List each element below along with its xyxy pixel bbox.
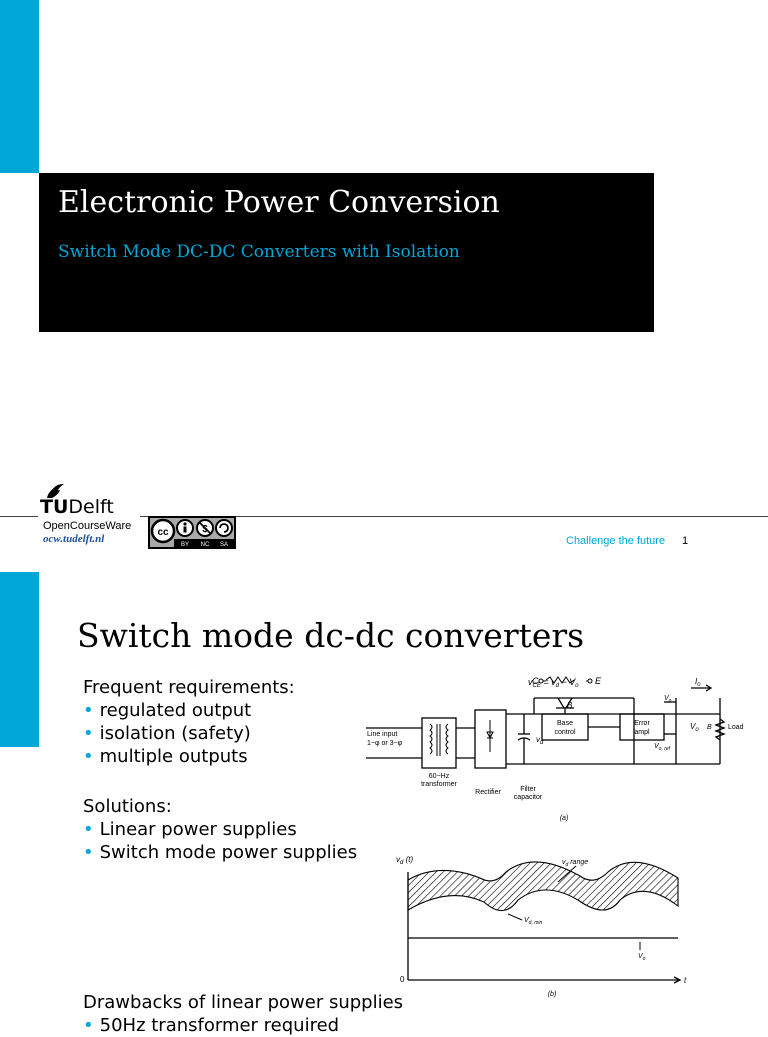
y-axis-label: vd (t) (396, 855, 413, 866)
footer-divider-right (140, 516, 768, 517)
time-axis-label: t (684, 976, 687, 985)
emitter-label: E (595, 676, 602, 686)
title-box: Electronic Power Conversion Switch Mode … (39, 173, 654, 332)
slide-title: Switch mode dc-dc converters (77, 616, 585, 655)
vd-label: vd (536, 735, 544, 746)
io-label: Io (695, 677, 701, 688)
transformer-label-2: transformer (421, 781, 457, 788)
drawbacks-block: Drawbacks of linear power supplies 50Hz … (83, 991, 403, 1037)
transformer-label: 60−Hz (429, 773, 450, 780)
cc-nc-label: NC (201, 542, 210, 548)
list-item: regulated output (83, 699, 295, 722)
load-label: Load (728, 724, 744, 731)
tudelft-logo[interactable]: TUDelft OpenCourseWare ocw.tudelft.nl (38, 483, 140, 551)
footer-tagline: Challenge the future (566, 535, 666, 547)
list-item: multiple outputs (83, 745, 295, 768)
origin-label: 0 (400, 975, 405, 984)
footer-divider-left (0, 516, 38, 517)
svg-text:$: $ (202, 524, 208, 535)
accent-bar (0, 0, 39, 173)
base-label: B (567, 701, 573, 710)
vo-sense-label: Vo (664, 695, 672, 704)
list-item: isolation (safety) (83, 722, 295, 745)
requirements-list: regulated output isolation (safety) mult… (83, 699, 295, 768)
requirements-heading: Frequent requirements: (83, 677, 295, 698)
collector-label: C (532, 676, 539, 686)
list-item: 50Hz transformer required (83, 1014, 403, 1037)
ocw-url-link[interactable]: ocw.tudelft.nl (43, 533, 105, 545)
vo-output-label: Vo (690, 722, 699, 733)
load-b-label: B (707, 724, 712, 731)
linear-regulator-diagram: vCE = vd − Vo C E B Line input 1−φ or 3−… (366, 676, 744, 822)
tudelft-wordmark: TUDelft (40, 496, 114, 518)
vd-waveform-plot: vd (t) vd range Vd, min Vo 0 t (b) (396, 855, 687, 998)
accent-bar (0, 572, 39, 747)
opencourseware-label: OpenCourseWare (43, 520, 132, 532)
voref-label: Vo, ref (654, 743, 671, 752)
solutions-heading: Solutions: (83, 796, 172, 817)
base-control-label-2: control (554, 729, 575, 736)
title-slide: Electronic Power Conversion Switch Mode … (0, 0, 768, 551)
vd-min-label: Vd, min (524, 917, 543, 926)
line-input-phase-label: 1−φ or 3−φ (367, 740, 403, 747)
cc-sa-label: SA (220, 542, 228, 548)
vo-level-label: Vo (638, 953, 646, 962)
svg-text:cc: cc (157, 527, 169, 538)
base-control-label: Base (557, 720, 573, 727)
svg-text:vCE = vd − Vo: vCE = vd − Vo (528, 677, 579, 689)
flame-icon (47, 484, 64, 498)
filter-label-2: capacitor (514, 794, 543, 801)
figure-a-caption: (a) (560, 815, 569, 822)
cc-by-nc-sa-icon[interactable]: cc $ BY NC SA (148, 516, 236, 549)
rectifier-label: Rectifier (475, 789, 501, 796)
solutions-block: Solutions: Linear power supplies Switch … (83, 795, 357, 864)
list-item: Switch mode power supplies (83, 841, 357, 864)
slide-separator (0, 558, 768, 572)
error-ampl-label-2: ampl (634, 729, 650, 736)
vd-range-label: vd range (562, 859, 588, 868)
drawbacks-list: 50Hz transformer required (83, 1014, 403, 1037)
requirements-block: Frequent requirements: regulated output … (83, 676, 295, 768)
solutions-list: Linear power supplies Switch mode power … (83, 818, 357, 864)
slide-title: Electronic Power Conversion (58, 185, 500, 220)
cc-by-label: BY (181, 542, 189, 548)
error-ampl-label: Error (634, 720, 650, 727)
drawbacks-heading: Drawbacks of linear power supplies (83, 992, 404, 1013)
line-input-label: Line input (367, 731, 397, 738)
content-slide: Switch mode dc-dc converters Frequent re… (0, 572, 768, 1036)
filter-label: Filter (520, 786, 536, 793)
slide-subtitle: Switch Mode DC-DC Converters with Isolat… (58, 242, 460, 262)
list-item: Linear power supplies (83, 818, 357, 841)
figure-b-caption: (b) (548, 991, 557, 998)
page-number: 1 (682, 535, 689, 547)
